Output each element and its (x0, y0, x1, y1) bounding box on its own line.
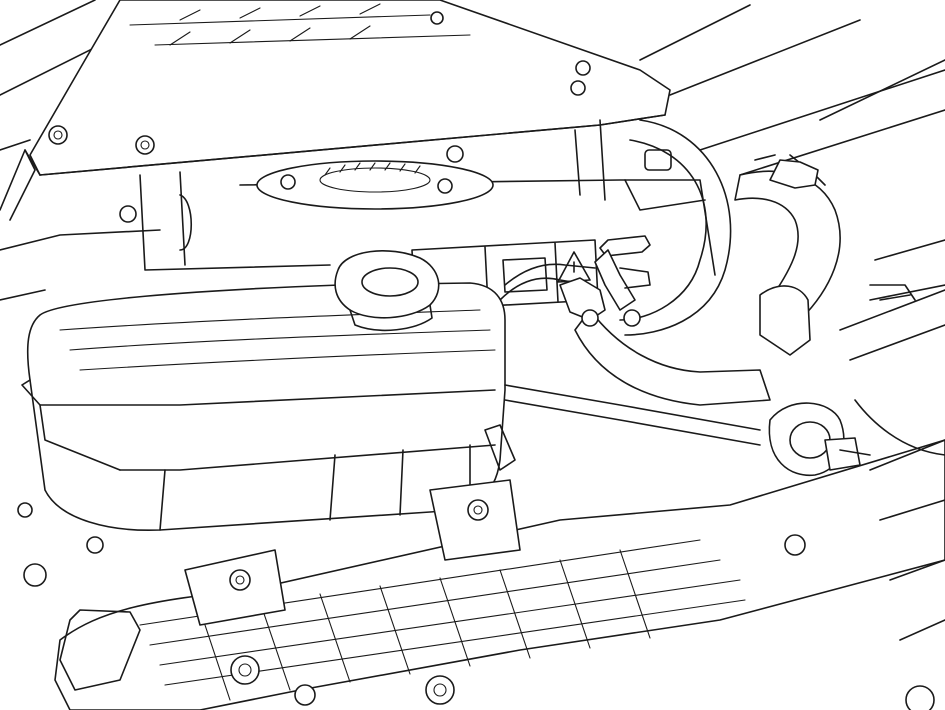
cover-bolts (48, 11, 591, 155)
coolant-reservoir (21, 250, 506, 532)
right-body-panel (839, 289, 945, 641)
top-cover (0, 0, 671, 221)
frame-lines (0, 0, 945, 301)
hose-fittings (559, 235, 651, 327)
lower-brackets (17, 479, 935, 710)
sensor-mount (768, 284, 916, 477)
support-rod (484, 384, 761, 471)
engine-block (119, 119, 716, 276)
radiator-hoses (499, 119, 841, 406)
